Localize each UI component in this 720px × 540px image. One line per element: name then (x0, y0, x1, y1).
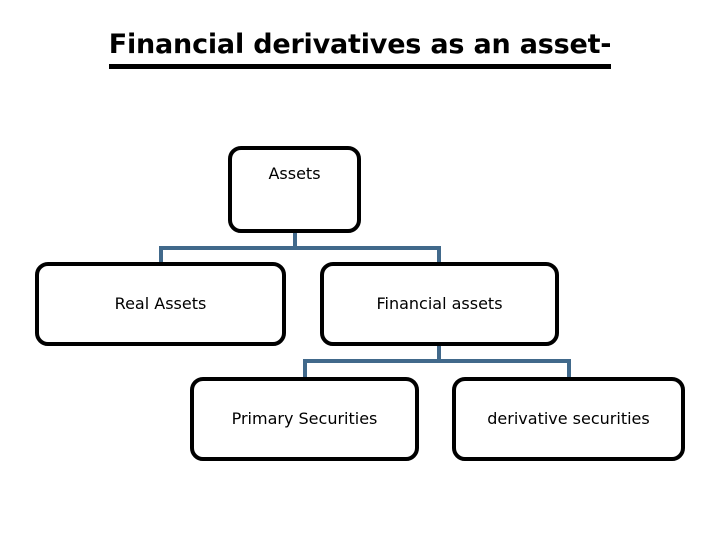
node-primary-securities[interactable]: Primary Securities (190, 377, 419, 461)
connector-drop-primary-securities (303, 359, 307, 379)
connector-drop-derivative-securities (567, 359, 571, 379)
node-derivative-securities[interactable]: derivative securities (452, 377, 685, 461)
node-real-assets[interactable]: Real Assets (35, 262, 286, 346)
connector-drop-real-assets (159, 246, 163, 264)
page-title-text: Financial derivatives as an asset- (108, 28, 611, 69)
connector-financial-assets-stem (437, 345, 441, 363)
connector-drop-financial-assets (437, 246, 441, 264)
connector-assets-horizontal-bar (159, 246, 441, 250)
node-real-assets-label: Real Assets (114, 294, 207, 313)
connector-assets-stem (293, 232, 297, 250)
node-financial-assets-label: Financial assets (376, 294, 503, 313)
connector-financial-assets-horizontal-bar (303, 359, 571, 363)
node-primary-securities-label: Primary Securities (231, 409, 378, 428)
node-financial-assets[interactable]: Financial assets (320, 262, 559, 346)
node-derivative-securities-label: derivative securities (487, 409, 650, 428)
node-assets[interactable]: Assets (228, 146, 361, 233)
page-title: Financial derivatives as an asset- (0, 28, 720, 69)
node-assets-label: Assets (268, 164, 321, 183)
